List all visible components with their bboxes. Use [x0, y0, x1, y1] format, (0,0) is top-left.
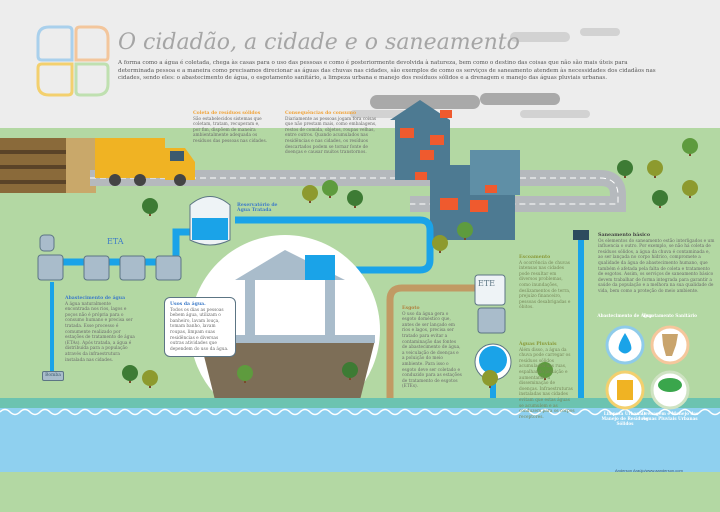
tree: [482, 370, 498, 386]
eta-label: ETA: [107, 237, 124, 246]
saneamento-icons: [605, 325, 690, 410]
tree: [457, 222, 473, 238]
ete-label: ETE: [478, 279, 496, 288]
tree: [322, 180, 338, 196]
usos-text: Todos os dias as pessoas bebem água, uti…: [170, 307, 229, 352]
tree: [142, 370, 158, 386]
tree: [432, 235, 448, 251]
tree: [682, 138, 698, 154]
water-reservoir: [189, 196, 231, 246]
icon-label-drenagem: Drenagem e Manejo das Águas Pluviais Urb…: [641, 411, 699, 422]
usos-section: Usos da água.Todos os dias as pessoas be…: [164, 297, 236, 358]
river-waves: [0, 408, 720, 416]
abastecimento-text: A água naturalmente encontrada nos rios,…: [65, 301, 135, 363]
esgoto-title: Esgoto: [402, 306, 420, 311]
icon-label-esgotamento: Esgotamento Sanitário: [643, 313, 697, 318]
tree: [122, 365, 138, 381]
tree: [617, 160, 633, 176]
tree: [347, 190, 363, 206]
clouds: [350, 28, 620, 118]
drain-grate: [573, 230, 589, 240]
abastecimento-title: Abastecimento de água: [65, 296, 126, 301]
saneamento-title: Saneamento básico: [598, 232, 651, 238]
house: [200, 250, 375, 400]
tree: [342, 362, 358, 378]
consequencias-title: Consequências do consumo: [285, 111, 357, 116]
tree: [682, 180, 698, 196]
reservatorio-label: Reservatório de Água Tratada: [237, 203, 278, 213]
landfill: [0, 138, 96, 193]
garbage-truck: [95, 138, 195, 186]
consequencias-text: Diariamente as pessoas jogam fora coisas…: [285, 116, 377, 156]
coleta-text: São estabelecidos sistemas que coletam, …: [193, 116, 268, 144]
city-buildings: [390, 100, 520, 240]
page-title: O cidadão, a cidade e o saneamento: [118, 30, 520, 55]
credit: Anderson Araújo/www.aanderson.com: [615, 468, 683, 473]
escoamento-title: Escoamento: [519, 255, 551, 260]
pluviais-text: Além disso, a água da chuva pode carrega…: [519, 347, 575, 420]
intro-paragraph: A forma como a água é coletada, chega às…: [118, 60, 656, 82]
tree: [537, 362, 553, 378]
river: [0, 408, 720, 472]
tree: [142, 198, 158, 214]
usos-title: Usos da água.: [170, 302, 206, 307]
pluviais-title: Águas Pluviais: [519, 342, 557, 347]
logo: [36, 25, 110, 97]
escoamento-text: A ocorrência de chuvas intensas nas cida…: [519, 260, 571, 311]
saneamento-text: Os elementos do saneamento estão interli…: [598, 238, 715, 294]
icon-label-abastecimento: Abastecimento de Água: [597, 313, 653, 318]
tree: [652, 190, 668, 206]
tree: [302, 185, 318, 201]
bomba-label: Bomba: [42, 371, 64, 381]
eta-tanks: [37, 234, 182, 281]
tree: [237, 365, 253, 381]
tree: [647, 160, 663, 176]
icon-label-limpeza: Limpeza Urbana e Manejo de Resíduos Sóli…: [601, 411, 649, 427]
river-bank: [0, 398, 720, 408]
esgoto-text: O uso da água gera o esgoto doméstico qu…: [402, 311, 462, 390]
coleta-title: Coleta de resíduos sólidos: [193, 111, 261, 116]
